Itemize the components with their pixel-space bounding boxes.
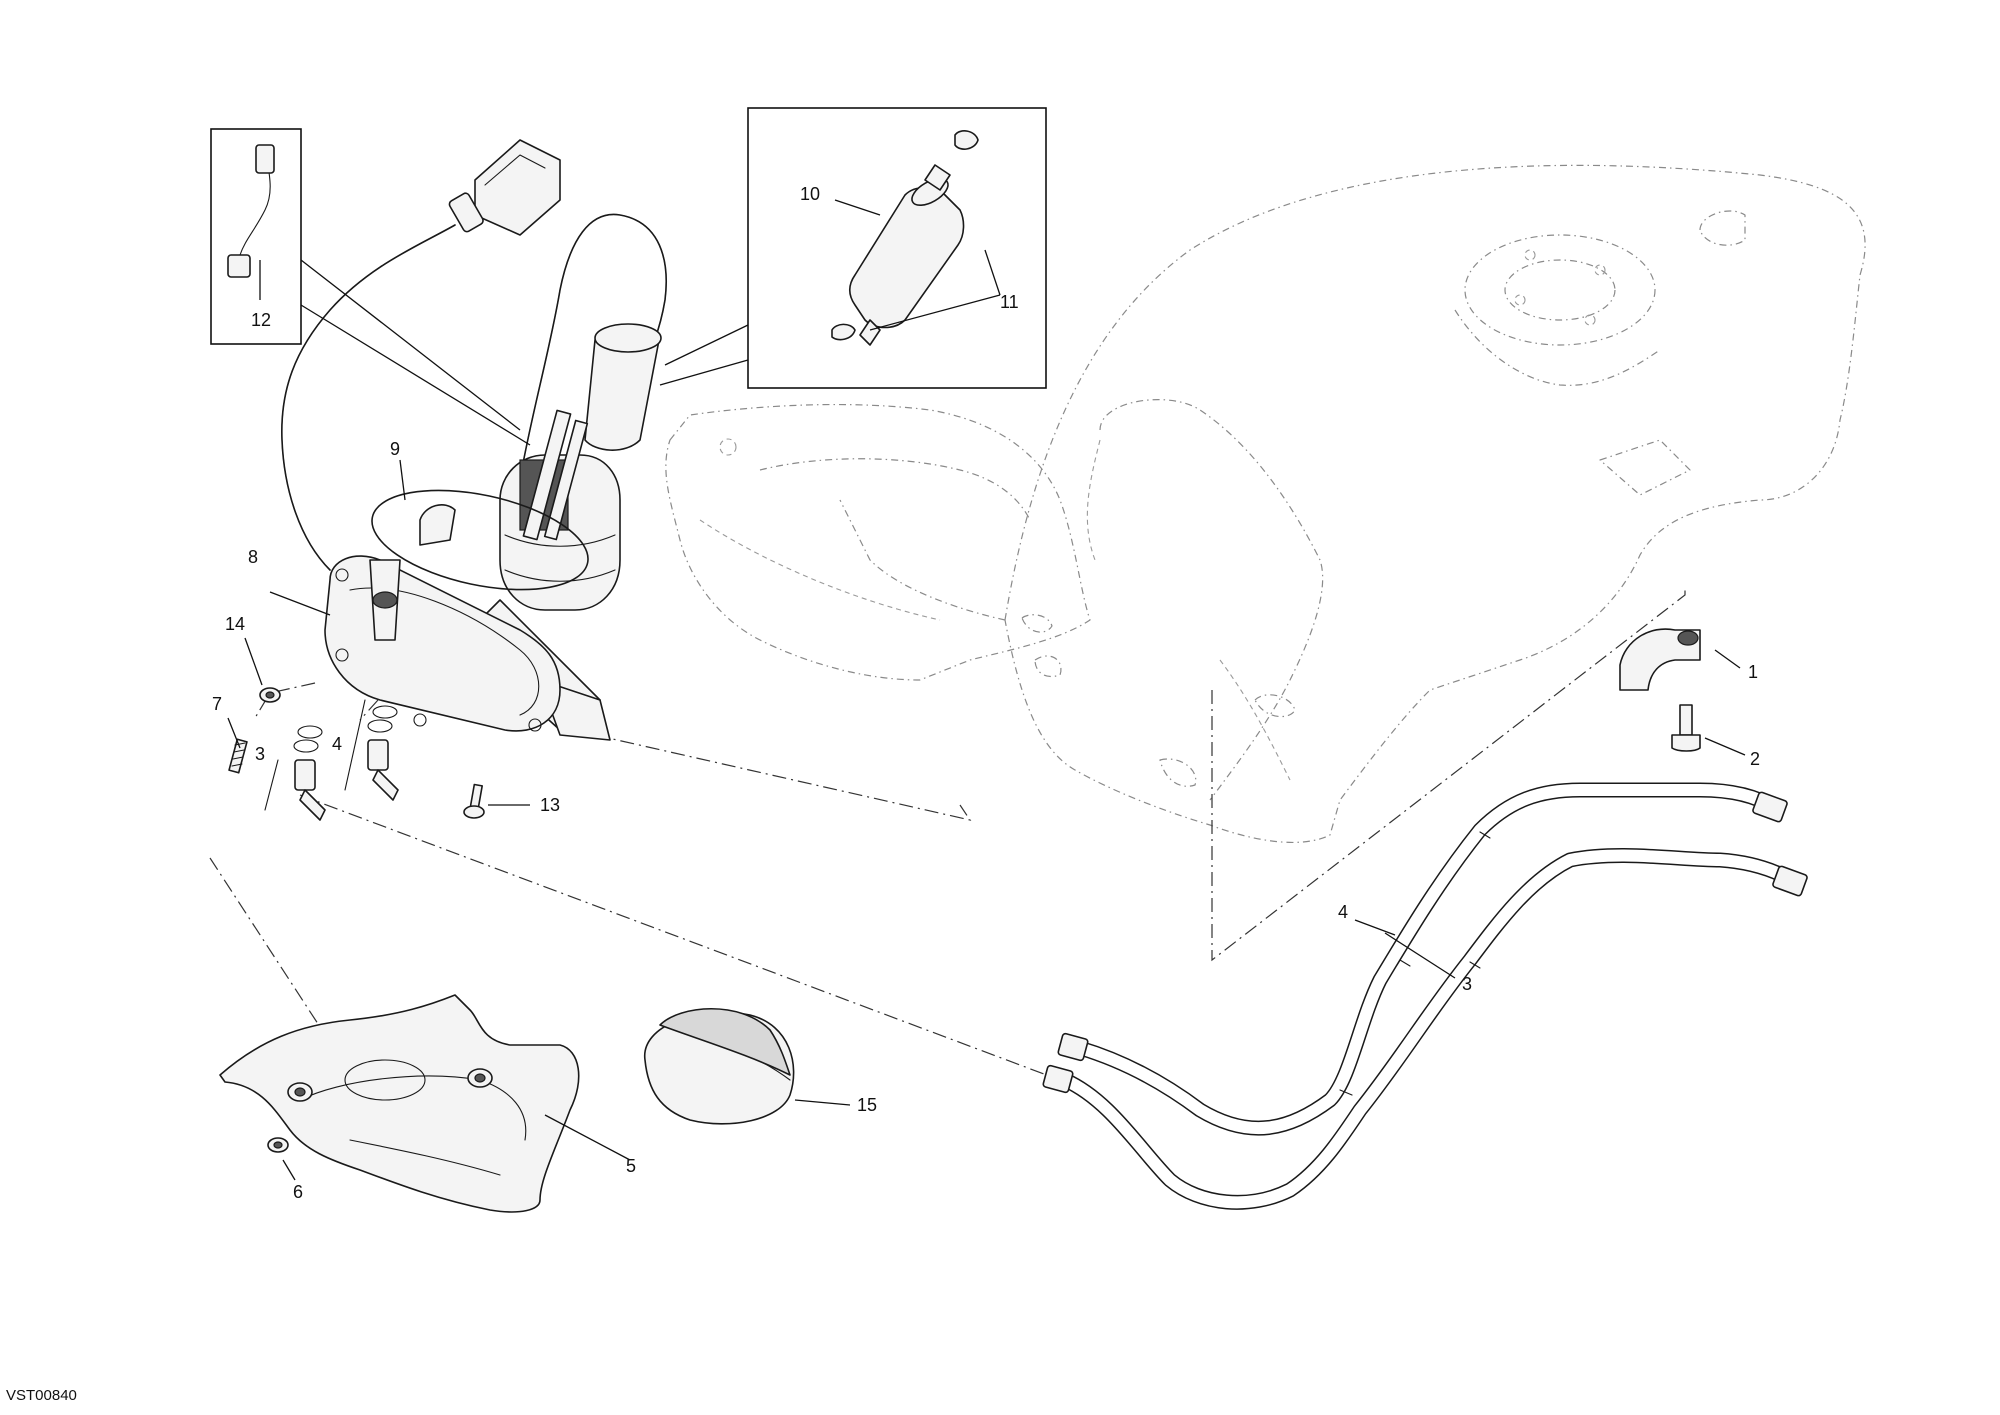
callout-10: 10 <box>800 184 820 204</box>
callout-3-fuel-line: 3 <box>1462 974 1472 994</box>
fuel-lines <box>1042 782 1808 1210</box>
callout-15: 15 <box>857 1095 877 1115</box>
callout-3-fitting: 3 <box>255 744 265 764</box>
callout-7: 7 <box>212 694 222 714</box>
callout-6: 6 <box>293 1182 303 1202</box>
clamp-bracket-part-1 <box>1619 628 1701 691</box>
callout-1: 1 <box>1748 662 1758 682</box>
callout-4-fuel-line: 4 <box>1338 902 1348 922</box>
assembly-reference-lines <box>209 590 1686 1081</box>
drawing-code: VST00840 <box>6 1387 77 1404</box>
screw-part-2 <box>1671 704 1701 752</box>
fuel-pump-assembly <box>281 139 667 741</box>
callout-4-fitting: 4 <box>332 734 342 754</box>
callout-leaders <box>227 199 1746 1181</box>
gasket-part-15 <box>644 1007 795 1125</box>
callout-11: 11 <box>1000 292 1019 312</box>
callout-12: 12 <box>251 310 271 330</box>
small-fittings-left <box>228 687 485 821</box>
callout-5: 5 <box>626 1156 636 1176</box>
nut-part-6 <box>267 1137 289 1153</box>
callout-13: 13 <box>540 795 560 815</box>
callout-8: 8 <box>248 547 258 567</box>
callout-2: 2 <box>1750 749 1760 769</box>
inset-box-parts-10-11 <box>659 107 1047 389</box>
inset-box-part-12 <box>210 128 531 446</box>
callout-14: 14 <box>225 614 245 634</box>
callout-9: 9 <box>390 439 400 459</box>
fuel-tank-ghost <box>665 164 1866 844</box>
pump-cover-part-5 <box>219 994 580 1213</box>
